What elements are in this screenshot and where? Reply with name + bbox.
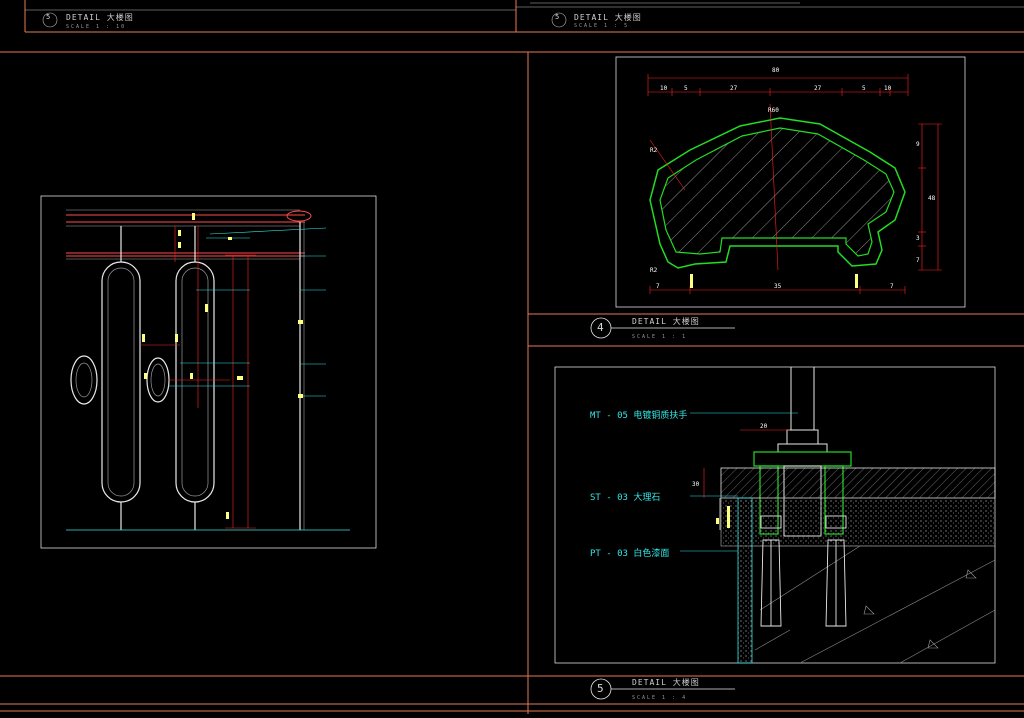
elevation-panel bbox=[40, 195, 377, 549]
svg-text:30: 30 bbox=[692, 481, 700, 488]
svg-text:5: 5 bbox=[684, 85, 688, 92]
top-right-scale: SCALE 1 : 5 bbox=[574, 23, 630, 29]
svg-text:R2: R2 bbox=[650, 267, 658, 274]
detail5-number: 5 bbox=[597, 682, 604, 695]
top-right-title: DETAIL 大楼图 bbox=[574, 13, 642, 22]
svg-text:7: 7 bbox=[916, 257, 920, 264]
top-left-number: 5 bbox=[46, 13, 51, 21]
svg-text:5: 5 bbox=[862, 85, 866, 92]
detail5-title: DETAIL 大楼图 bbox=[632, 678, 700, 687]
title-markers bbox=[590, 317, 735, 700]
svg-text:7: 7 bbox=[890, 283, 894, 290]
svg-text:20: 20 bbox=[760, 423, 768, 430]
svg-text:27: 27 bbox=[814, 85, 822, 92]
svg-text:10: 10 bbox=[660, 85, 668, 92]
detail5-panel: 20 30 bbox=[554, 366, 996, 664]
svg-text:80: 80 bbox=[772, 67, 780, 74]
svg-text:27: 27 bbox=[730, 85, 738, 92]
mt-05-label: MT - 05 电镀铜质扶手 bbox=[590, 411, 688, 421]
svg-text:3: 3 bbox=[916, 235, 920, 242]
svg-text:R60: R60 bbox=[768, 107, 779, 114]
detail5-scale: SCALE 1 : 4 bbox=[632, 695, 688, 701]
svg-text:R2: R2 bbox=[650, 147, 658, 154]
svg-text:9: 9 bbox=[916, 141, 920, 148]
top-right-number: 5 bbox=[555, 13, 560, 21]
detail4-scale: SCALE 1 : 1 bbox=[632, 334, 688, 340]
st-03-label: ST - 03 大理石 bbox=[590, 493, 661, 503]
top-strip-rules bbox=[25, 2, 1024, 28]
detail4-number: 4 bbox=[597, 321, 604, 334]
pt-03-label: PT - 03 白色漆面 bbox=[590, 549, 670, 559]
top-left-scale: SCALE 1 : 10 bbox=[66, 24, 127, 30]
detail4-panel: 80 10 5 27 27 5 10 35 7 7 48 9 3 7 R2 R2… bbox=[615, 56, 966, 308]
svg-text:35: 35 bbox=[774, 283, 782, 290]
svg-text:7: 7 bbox=[656, 283, 660, 290]
svg-text:48: 48 bbox=[928, 195, 936, 202]
svg-text:10: 10 bbox=[884, 85, 892, 92]
detail4-title: DETAIL 大楼图 bbox=[632, 317, 700, 326]
top-left-title: DETAIL 大楼图 bbox=[66, 13, 134, 22]
